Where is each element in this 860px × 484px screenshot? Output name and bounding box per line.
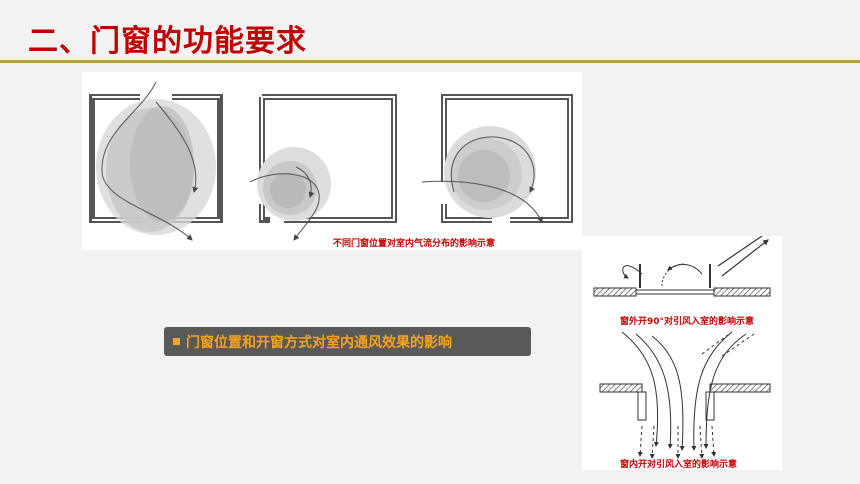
airflow-plans-diagram (89, 81, 573, 241)
callout-text: 门窗位置和开窗方式对室内通风效果的影响 (186, 334, 452, 351)
room-plan-1 (89, 81, 223, 241)
figure2-caption-bottom: 窗内开对引风入室的影响示意 (620, 460, 738, 470)
figure1-caption: 不同门窗位置对室内气流分布的影响示意 (333, 239, 496, 249)
inward-window-section (599, 331, 771, 459)
room-plan-2 (249, 94, 397, 241)
airflow-plans-figure: 不同门窗位置对室内气流分布的影响示意 (82, 72, 582, 250)
title-divider (0, 60, 860, 63)
window-section-diagram (593, 235, 771, 459)
slide-title: 二、门窗的功能要求 (28, 24, 307, 59)
window-section-figure: 窗外开90°对引风入室的影响示意 窗内开对引风入室的影响示意 (582, 235, 782, 470)
figure2-caption-top: 窗外开90°对引风入室的影响示意 (620, 317, 755, 327)
room-plan-3 (421, 94, 573, 223)
summary-callout: 门窗位置和开窗方式对室内通风效果的影响 (164, 327, 531, 356)
square-bullet-icon (173, 338, 180, 345)
outward-window-section (593, 235, 771, 297)
